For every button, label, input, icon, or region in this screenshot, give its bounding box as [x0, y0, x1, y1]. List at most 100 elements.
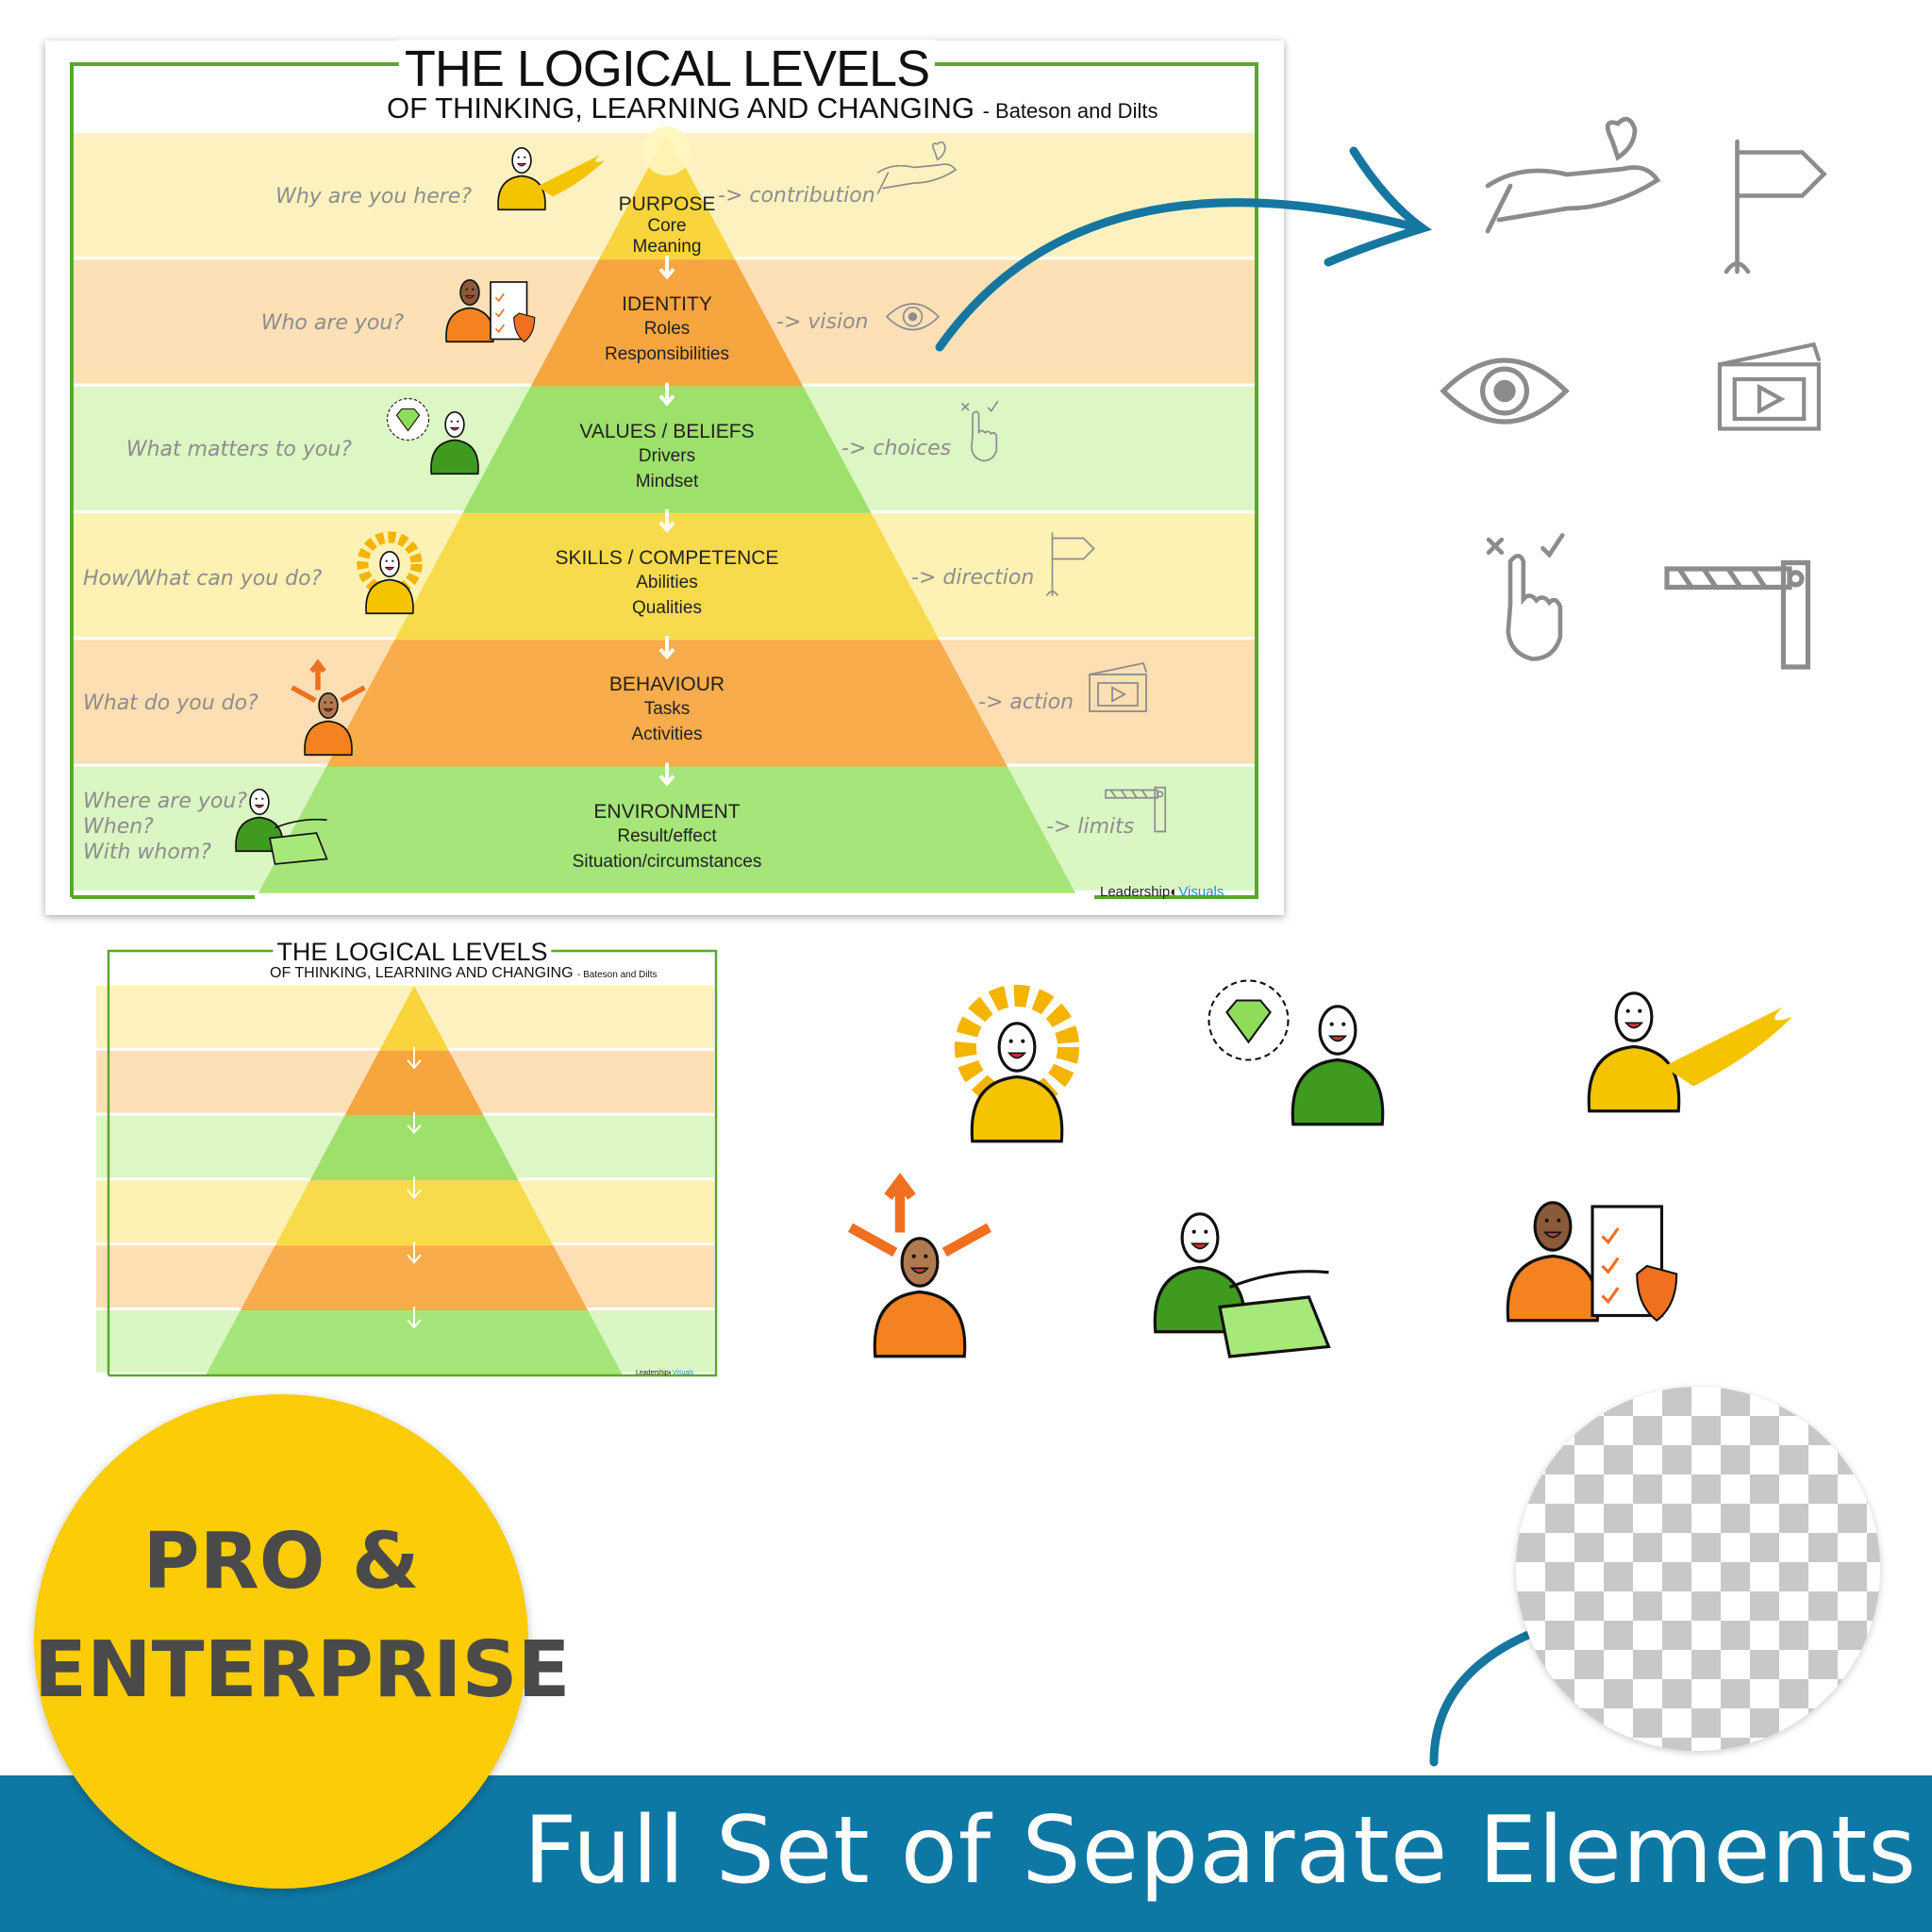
gear-character	[954, 984, 1080, 1143]
pointing-character	[1587, 991, 1792, 1113]
mini-author: - Bateson and Dilts	[576, 970, 658, 980]
down-arrow-icon	[658, 508, 675, 533]
mini-poster-frame	[107, 949, 718, 1377]
question-line: Why are you here?	[275, 185, 472, 208]
hand-heart-icon	[876, 141, 958, 194]
poster-frame	[70, 62, 1258, 899]
character-illustrations	[235, 146, 1792, 1358]
choice-finger-icon	[961, 400, 999, 462]
question-line: Where are you?	[83, 790, 247, 813]
clipboard-character	[1506, 1201, 1678, 1323]
identity-character	[445, 278, 536, 343]
mini-subtitle-text: OF THINKING, LEARNING AND CHANGING	[270, 965, 574, 981]
mini-down-arrow-icon	[407, 1046, 422, 1070]
mini-down-arrow-icon	[407, 1307, 422, 1329]
barrier-icon	[1105, 786, 1167, 833]
mini-logo-right: Visuals	[672, 1370, 694, 1376]
shield-fingerprint-icon	[513, 312, 536, 342]
badge-line-1: PRO &	[142, 1517, 420, 1607]
clapperboard-icon	[1089, 661, 1147, 712]
poster-pyramid	[258, 133, 1075, 893]
clapperboard-icon	[1717, 341, 1822, 431]
map-icon	[269, 832, 328, 865]
level-detail: Qualities	[632, 597, 702, 618]
mini-poster-graphic	[96, 986, 714, 1375]
logo-right: Visuals	[1178, 884, 1224, 900]
level-name: PURPOSE	[618, 193, 716, 215]
eye-icon	[1440, 358, 1570, 425]
mini-pyramid-level-1	[344, 1050, 484, 1116]
behaviour-character	[291, 658, 366, 757]
question-line: When?	[83, 815, 154, 839]
level-outcome: -> action	[978, 691, 1074, 714]
mini-poster-subtitle: OF THINKING, LEARNING AND CHANGING - Bat…	[270, 965, 657, 982]
transparency-checker-circle	[1516, 1387, 1880, 1751]
pyramid-level-1	[530, 259, 804, 387]
mini-pyramid-level-0	[379, 986, 449, 1051]
level-detail: Tasks	[643, 699, 691, 720]
diamond-character	[1208, 979, 1385, 1126]
mini-pyramid-level-2	[309, 1115, 519, 1181]
question-line: How/What can you do?	[83, 567, 323, 591]
down-arrow-icon	[658, 256, 675, 280]
choice-finger-icon	[1486, 533, 1565, 661]
level-outcome: -> limits	[1046, 815, 1135, 839]
down-arrow-icon	[658, 382, 675, 407]
level-outcome: -> choices	[841, 437, 952, 460]
arrow-to-icons-head	[1324, 146, 1433, 267]
level-detail: Drivers	[638, 445, 696, 466]
mini-down-arrow-icon	[407, 1241, 422, 1264]
arrow-icon	[340, 685, 366, 703]
barrier-icon	[1664, 559, 1811, 670]
pyramid-level-0	[598, 133, 736, 260]
arrow-icon	[309, 658, 326, 691]
level-question: How/What can you do?	[83, 566, 322, 591]
poster-logo: Leadership◐Visuals	[1100, 884, 1224, 900]
level-name: IDENTITY	[622, 293, 712, 316]
level-name: ENVIRONMENT	[593, 800, 741, 823]
diamond-icon	[386, 397, 430, 441]
arrow-to-icons	[935, 198, 1424, 352]
arrow-icon	[884, 1173, 916, 1233]
level-detail: Core	[647, 216, 687, 236]
mini-poster-logo: Leadership◐Visuals	[636, 1370, 694, 1376]
map-character	[1153, 1212, 1331, 1358]
pyramid-level-5	[258, 766, 1075, 893]
hand-heart-icon	[1485, 116, 1661, 234]
level-outcome: -> direction	[911, 566, 1035, 590]
pro-enterprise-badge: PRO & ENTERPRISE	[34, 1394, 571, 1889]
level-outcome: -> vision	[776, 310, 869, 334]
pyramid-level-3	[394, 512, 940, 641]
level-detail: Result/effect	[617, 825, 717, 846]
mini-down-arrow-icon	[407, 1176, 422, 1199]
signpost-icon	[1046, 532, 1095, 596]
eye-icon	[885, 303, 941, 331]
level-question: Where are you?When?With whom?	[83, 789, 247, 865]
arrow-icon	[847, 1223, 898, 1257]
down-arrow-icon	[658, 636, 675, 660]
arrows-character	[847, 1173, 992, 1358]
apex-glow	[642, 126, 691, 175]
skills-character	[357, 531, 423, 615]
poster-title: THE LOGICAL LEVELS	[398, 40, 936, 98]
diamond-icon	[1208, 979, 1290, 1061]
arrow-icon	[291, 685, 317, 703]
level-detail: Situation/circumstances	[572, 851, 762, 872]
mini-down-arrow-icon	[407, 1111, 422, 1135]
purpose-character	[497, 146, 605, 211]
signpost-icon	[1724, 139, 1827, 275]
level-name: BEHAVIOUR	[608, 674, 725, 696]
poster-author: - Bateson and Dilts	[982, 99, 1158, 123]
level-detail: Activities	[631, 724, 703, 745]
question-line: With whom?	[83, 841, 211, 864]
question-line: What matters to you?	[125, 438, 352, 461]
level-question: Who are you?	[261, 310, 404, 336]
level-name: VALUES / BELIEFS	[579, 420, 755, 442]
down-arrow-icon	[658, 762, 675, 787]
